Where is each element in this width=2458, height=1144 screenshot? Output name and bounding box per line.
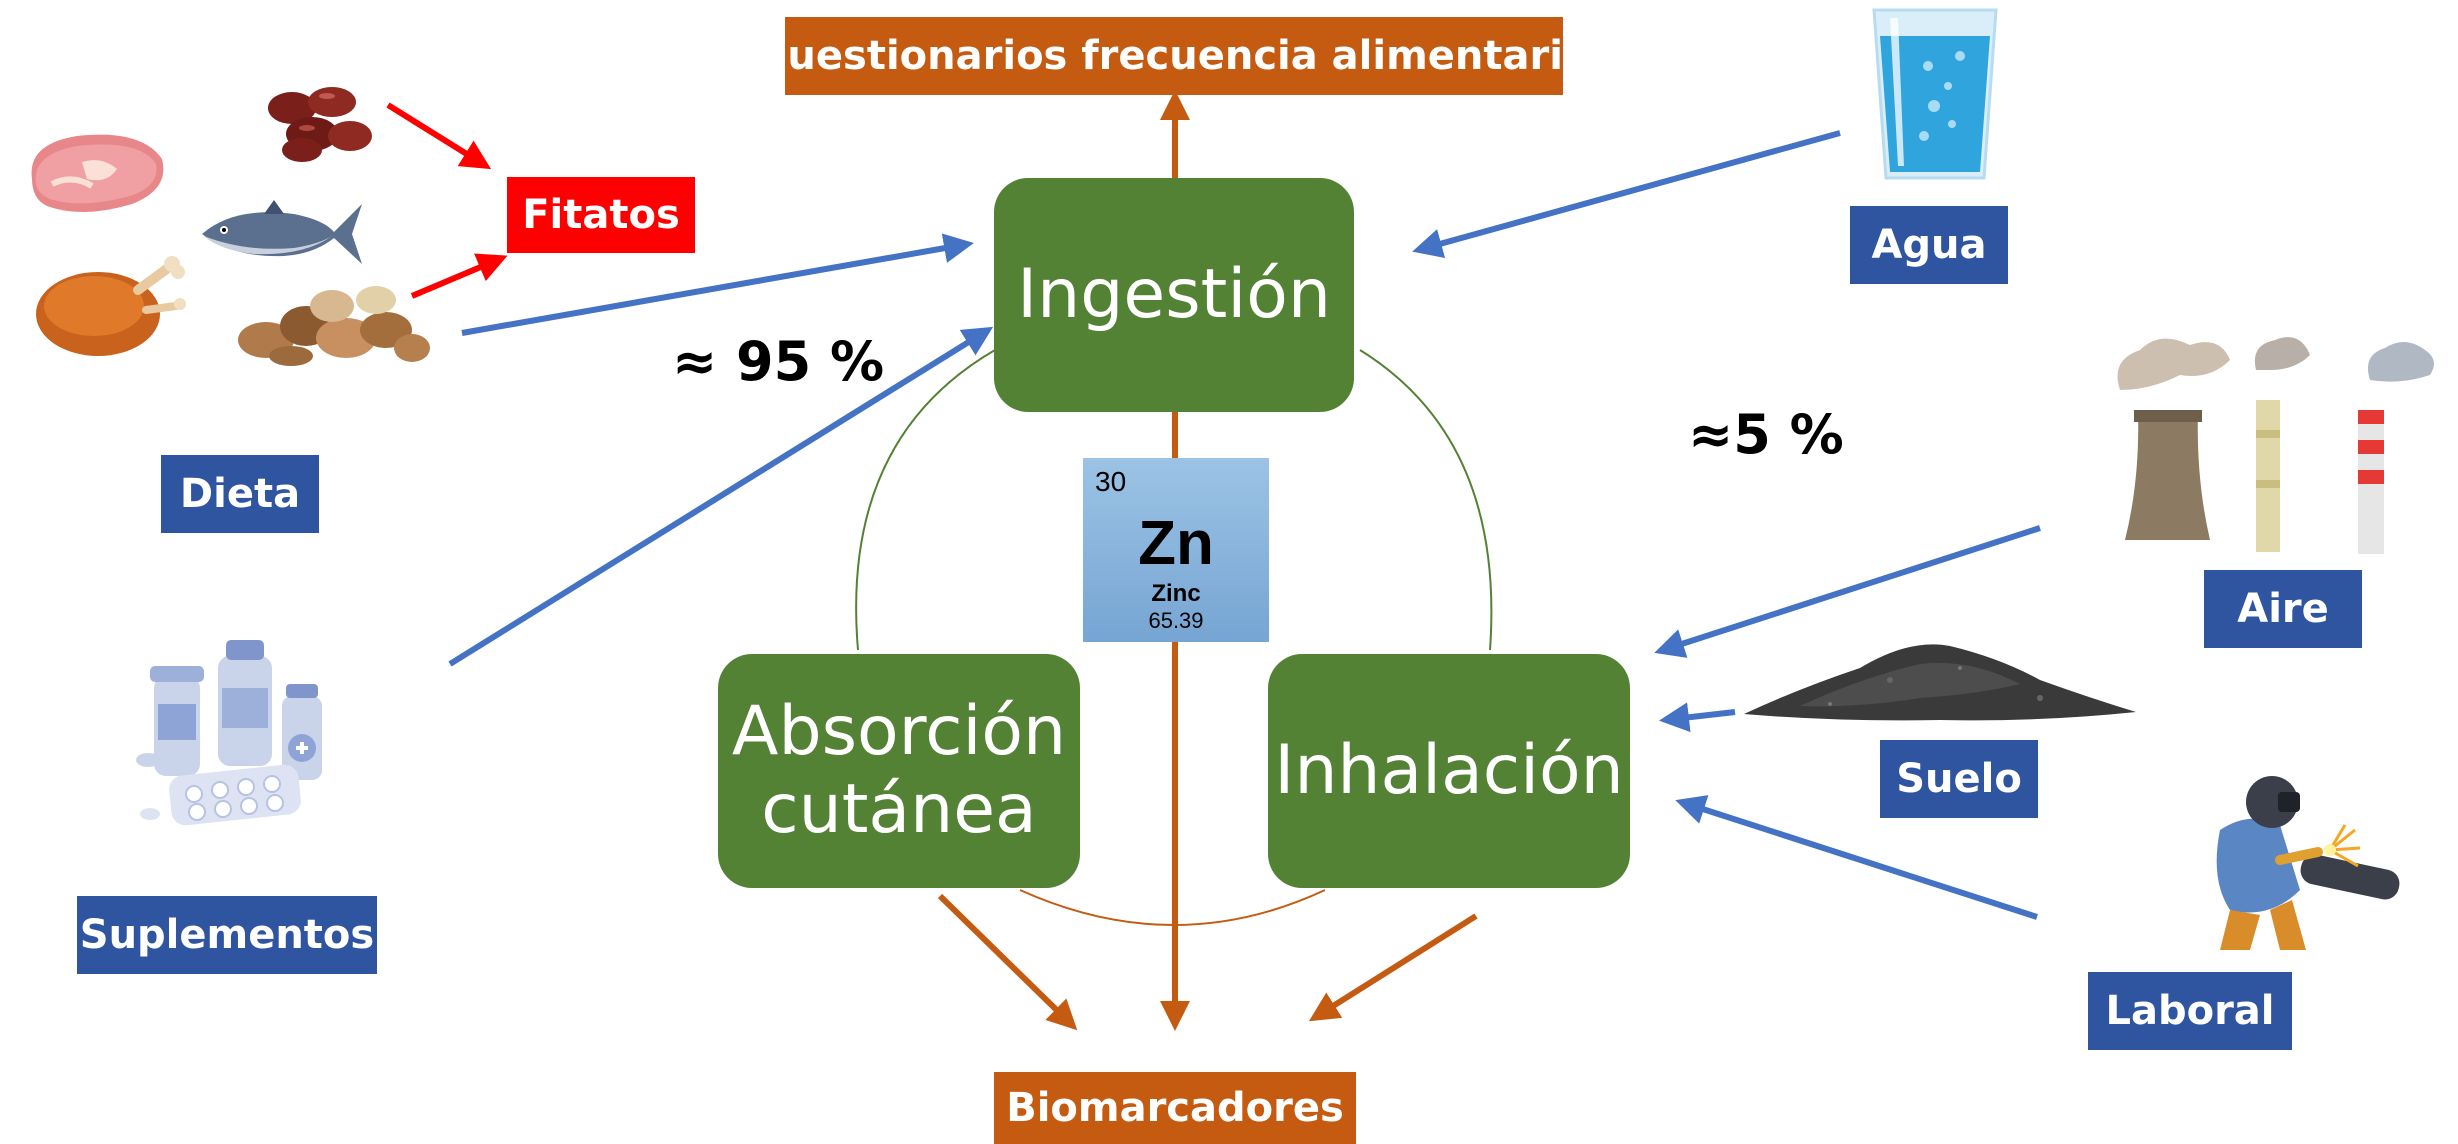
arrow-agua-ingestion: [1412, 130, 1841, 259]
arrow-suplementos-ingestion: [448, 326, 994, 667]
arrow-suelo-inhalacion: [1659, 702, 1736, 733]
ingestion-box: Ingestión: [994, 178, 1354, 412]
medicine-bottles-icon: [136, 640, 322, 826]
absorcion-box: Absorción cutánea: [718, 654, 1080, 888]
ingestion-percentage: ≈ 95 %: [672, 330, 885, 393]
inhalacion-box: Inhalación: [1268, 654, 1630, 888]
inhalacion-percentage: ≈5 %: [1688, 403, 1844, 466]
atomic-number: 30: [1095, 466, 1127, 497]
factory-chimneys-icon: [2117, 337, 2434, 554]
absorcion-label-line1: Absorción: [731, 691, 1067, 771]
arrow-laboral-inhalacion: [1675, 795, 2038, 920]
nuts-icon: [238, 286, 430, 366]
steak-icon: [31, 134, 164, 213]
arrow-aire-inhalacion: [1654, 525, 2041, 658]
inhalacion-label: Inhalación: [1274, 730, 1624, 810]
cycle-arc-left: [855, 349, 996, 651]
fitatos-label: Fitatos: [507, 177, 695, 253]
atomic-mass: 65.39: [1148, 608, 1204, 633]
agua-label: Agua: [1850, 206, 2008, 284]
arrow-dieta-ingestion: [461, 233, 974, 336]
suelo-label: Suelo: [1880, 740, 2038, 818]
fish-icon: [202, 200, 362, 264]
beans-icon: [268, 87, 372, 162]
soil-pile-icon: [1744, 644, 2136, 721]
element-name: Zinc: [1151, 580, 1201, 607]
suplementos-label: Suplementos: [77, 896, 377, 974]
arrow-nuts-fitatos: [410, 253, 508, 299]
arrow-beans-fitatos: [386, 102, 492, 170]
element-symbol: Zn: [1138, 509, 1214, 578]
welder-icon: [2216, 776, 2400, 950]
cycle-arc-right: [1359, 349, 1493, 651]
ingestion-label: Ingestión: [1017, 254, 1331, 334]
zinc-element-tile: 30 Zn Zinc 65.39: [1083, 458, 1269, 642]
water-glass-icon: [1872, 8, 1998, 180]
aire-label: Aire: [2204, 570, 2362, 648]
arrow-absorcion-biomarkers: [937, 893, 1078, 1031]
absorcion-label-line2: cutánea: [761, 770, 1037, 849]
biomarkers-label: Biomarcadores: [994, 1072, 1356, 1144]
questionnaires-label: Cuestionarios frecuencia alimentaria: [758, 17, 1590, 95]
chicken-icon: [36, 256, 186, 356]
arrow-inhalacion-biomarkers: [1308, 913, 1478, 1022]
dieta-label: Dieta: [161, 455, 319, 533]
laboral-label: Laboral: [2088, 972, 2292, 1050]
